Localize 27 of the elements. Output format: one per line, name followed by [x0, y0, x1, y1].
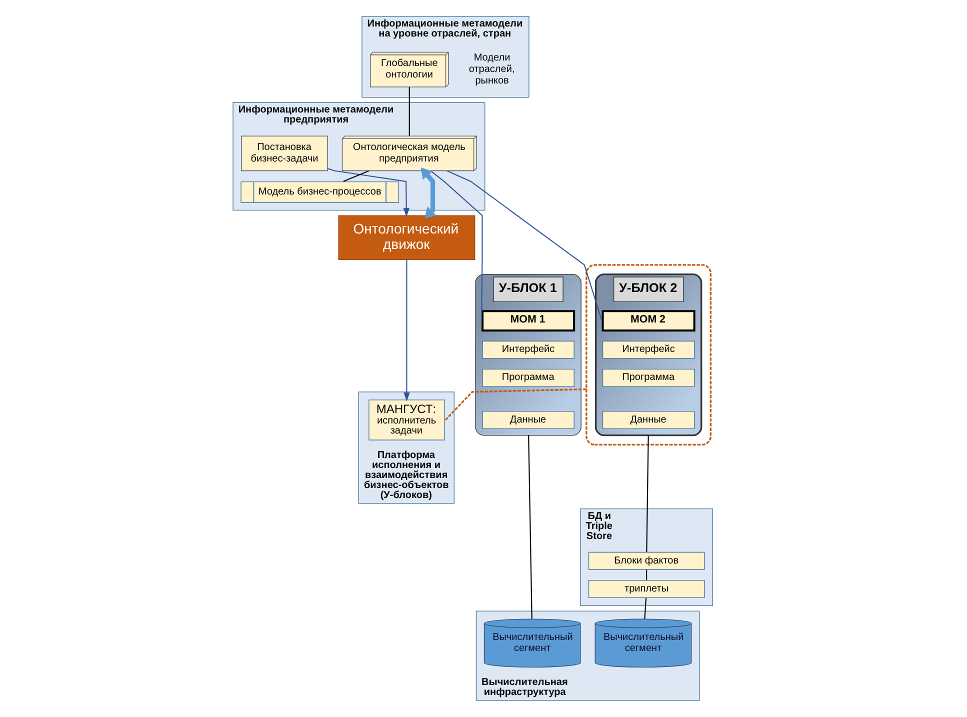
node-box: Программа — [482, 368, 574, 387]
connector — [644, 598, 646, 619]
node-box: Онтологический движок — [338, 215, 475, 260]
node-box: Данные — [602, 410, 694, 429]
connector — [444, 388, 586, 421]
node-box: триплеты — [588, 580, 704, 598]
connector — [646, 435, 648, 552]
connector — [528, 435, 532, 619]
cluster — [585, 264, 712, 446]
node-box: Интерфейс — [482, 340, 574, 359]
connector — [408, 87, 410, 136]
node-box: МАНГУСТ: исполнитель задачи — [368, 400, 444, 440]
connector — [646, 570, 647, 580]
node-label: Модели отраслей, рынков — [468, 52, 514, 86]
arrow — [420, 168, 436, 219]
connector — [446, 170, 602, 321]
node-box: Постановка бизнес-задачи — [240, 136, 328, 172]
arrow — [326, 168, 409, 217]
node-box: Программа — [602, 368, 694, 387]
node-box: MOM 2 — [601, 310, 695, 332]
node-box: Интерфейс — [602, 340, 694, 359]
connector — [430, 170, 482, 321]
node-box: Блоки фактов — [588, 552, 704, 570]
arrow — [403, 260, 410, 402]
connector — [342, 170, 369, 182]
node-box: Данные — [482, 410, 574, 429]
node-box: MOM 1 — [481, 310, 575, 332]
